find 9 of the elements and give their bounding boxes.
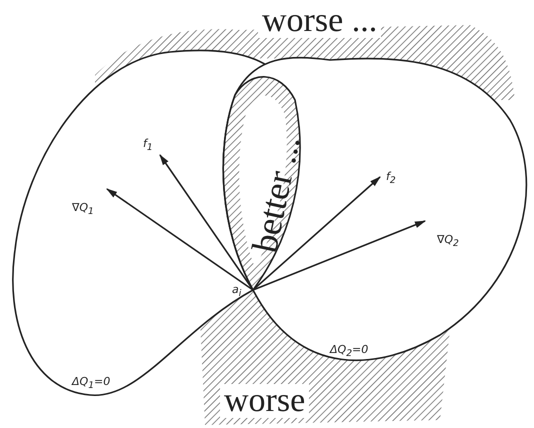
curve-label: ΔQ$_{2}$=0	[330, 344, 368, 358]
vector-label: f$_{2}$	[386, 171, 396, 186]
vector-label: ∇Q$_{2}$	[437, 234, 459, 248]
vector-label: ∇Q$_{1}$	[72, 202, 94, 216]
curve-label: ΔQ$_{1}$=0	[72, 376, 110, 390]
point-label: a$_{i}$	[232, 284, 242, 298]
vector-label: f$_{1}$	[143, 138, 153, 152]
region-label: worse	[220, 384, 310, 418]
region-label: better ...	[245, 131, 307, 258]
